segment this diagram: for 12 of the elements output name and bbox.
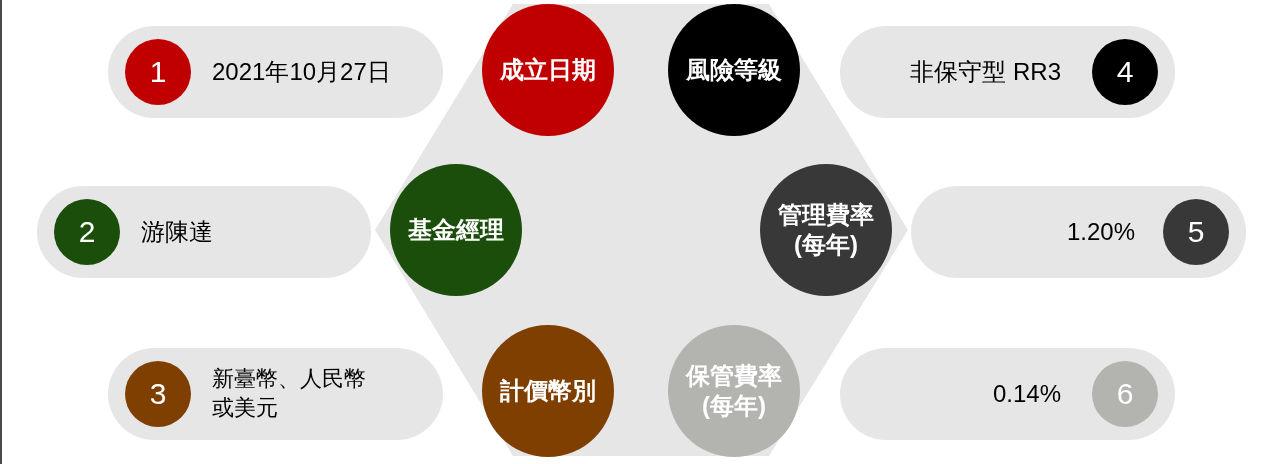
number-circle: 6 [1092, 361, 1158, 427]
value-text: 新臺幣、人民幣或美元 [212, 365, 367, 422]
number-circle: 5 [1163, 199, 1229, 265]
value-text: 游陳達 [141, 217, 213, 247]
value-text: 2021年10月27日 [212, 57, 391, 87]
value-text: 非保守型 RR3 [910, 57, 1061, 87]
value-text: 0.14% [992, 380, 1061, 408]
value-text: 1.20% [1066, 218, 1135, 246]
number-circle: 3 [125, 361, 191, 427]
number-circle: 2 [54, 199, 120, 265]
number-circle: 1 [125, 39, 191, 105]
number-circle: 4 [1092, 39, 1158, 105]
